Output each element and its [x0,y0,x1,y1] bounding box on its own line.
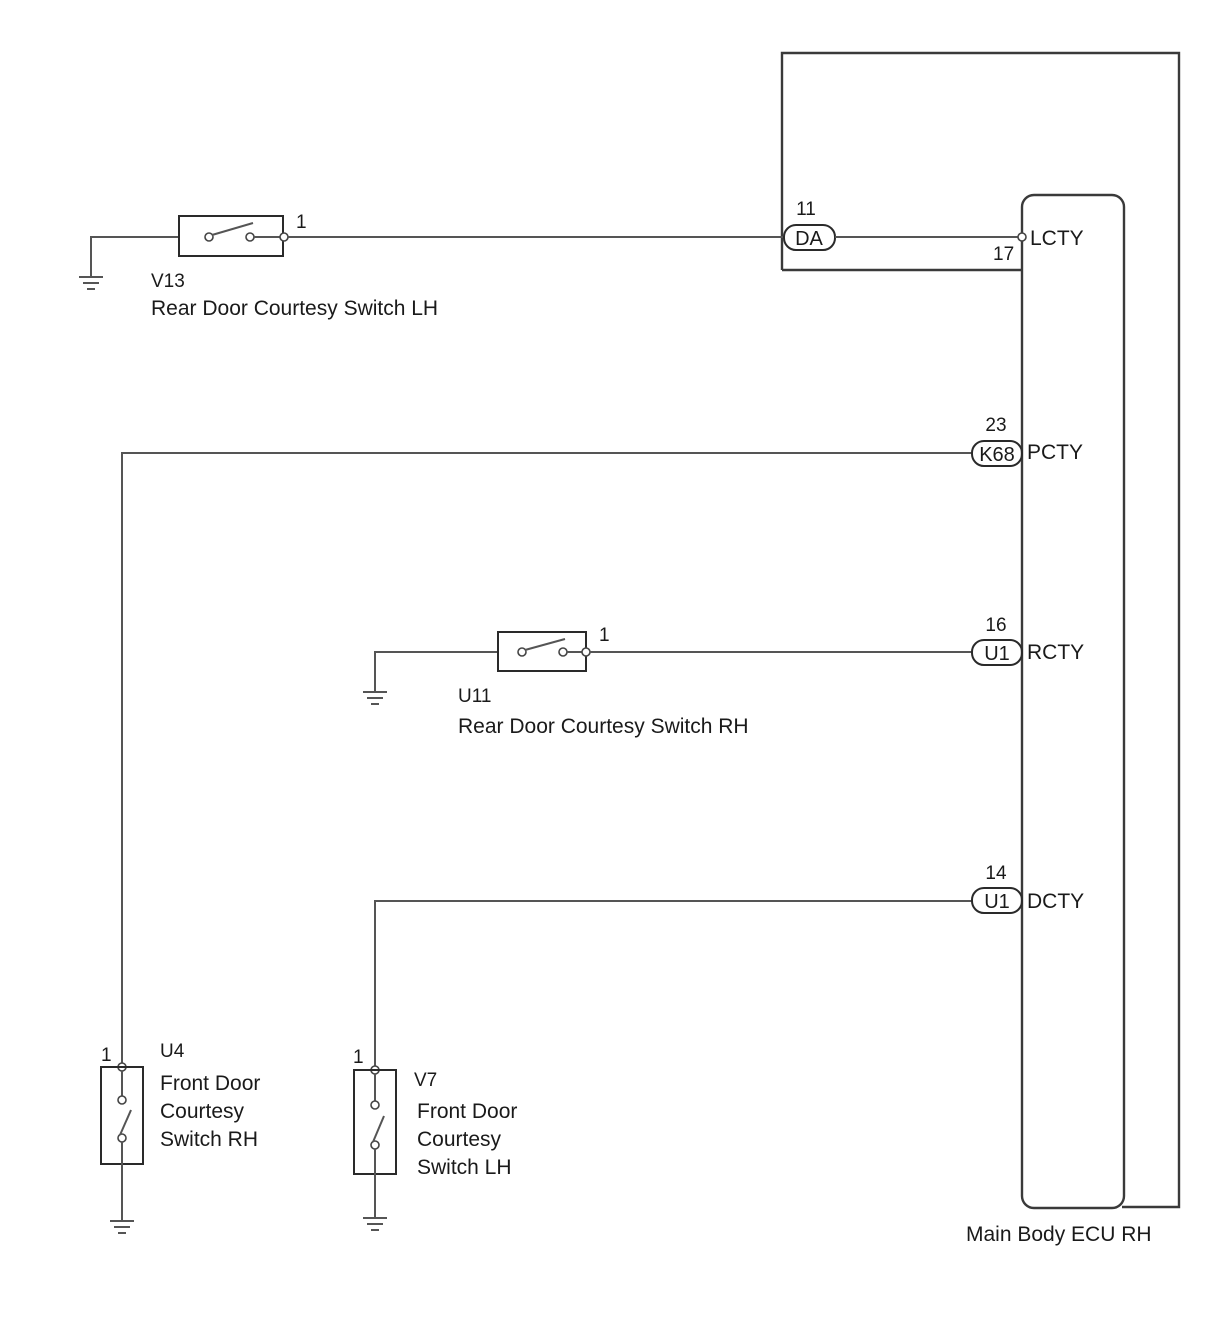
ground-icon [79,276,103,290]
connector-k68 [971,440,1023,467]
wire-u11-ground [374,651,498,691]
circuit-dcty: U1 14 [374,863,1023,1066]
ecu-pin-rcty: RCTY [1027,641,1084,664]
switch-v7-name-line-1: Front Door [417,1100,517,1123]
switch-u11-code: U11 [458,686,491,707]
switch-u4-pin: 1 [101,1045,112,1066]
ecu-pin-dcty: DCTY [1027,890,1084,913]
ecu-name: Main Body ECU RH [966,1223,1152,1246]
ecu-lcty-terminal [1017,232,1027,242]
circuit-lcty: 1 DA 11 V13 Rear Door Courtesy Switch LH [79,199,1027,320]
switch-v13-name: Rear Door Courtesy Switch LH [151,297,438,320]
wire-v7-to-u1 [374,900,972,1066]
switch-u4-name-line-2: Courtesy [160,1100,245,1123]
ecu-body [1020,193,1126,1210]
ground-icon [363,1217,387,1231]
ground-icon [110,1220,134,1234]
switch-v7-code: V7 [414,1070,437,1091]
switch-v13-pin: 1 [296,212,307,233]
connector-u1-14-pin: 14 [985,863,1007,884]
switch-v7-name-line-2: Courtesy [417,1128,502,1151]
connector-k68-code: K68 [979,444,1015,466]
wire-u4-to-k68 [121,452,972,1063]
switch-v7-pin: 1 [353,1047,364,1068]
switch-open-icon [117,1071,132,1164]
switch-u11-name: Rear Door Courtesy Switch RH [458,715,749,738]
switch-u11-terminal [581,647,591,657]
ecu-pin-pcty: PCTY [1027,441,1083,464]
connector-da-pin: 11 [796,199,816,220]
switch-u4-name-line-3: Switch RH [160,1128,258,1151]
connector-da-code: DA [795,228,823,250]
ecu-outer-enclosure [780,51,1181,1209]
switch-v13-terminal [279,232,289,242]
switch-u4-name-line-1: Front Door [160,1072,260,1095]
wire-v13-ground [90,236,179,276]
ecu-pin-lcty: LCTY [1030,227,1084,250]
circuit-pcty: K68 23 [121,415,1023,1063]
switch-u4: 1 U4 Front Door Courtesy Switch RH [100,1041,260,1234]
switch-v7-name-line-3: Switch LH [417,1156,512,1179]
switch-u4-code: U4 [160,1041,185,1062]
ecu-pin-lcty-number: 17 [993,244,1014,265]
switch-open-icon [517,638,583,657]
switch-v13-code: V13 [151,271,185,292]
ground-icon [363,691,387,705]
switch-open-icon [370,1074,385,1174]
connector-k68-pin: 23 [985,415,1006,436]
switch-u11-pin: 1 [599,625,610,646]
switch-v7: 1 V7 Front Door Courtesy Switch LH [353,1047,517,1231]
connector-u1-16-pin: 16 [985,615,1006,636]
connector-u1-16 [971,639,1023,666]
circuit-rcty: 1 U1 16 U11 Rear Door Courtesy Switch RH [363,615,1023,738]
ecu-block: Main Body ECU RH [780,51,1181,1246]
connector-u1-16-code: U1 [984,643,1010,665]
connector-u1-14 [971,887,1023,914]
switch-open-icon [204,222,280,242]
connector-u1-14-code: U1 [984,891,1010,913]
